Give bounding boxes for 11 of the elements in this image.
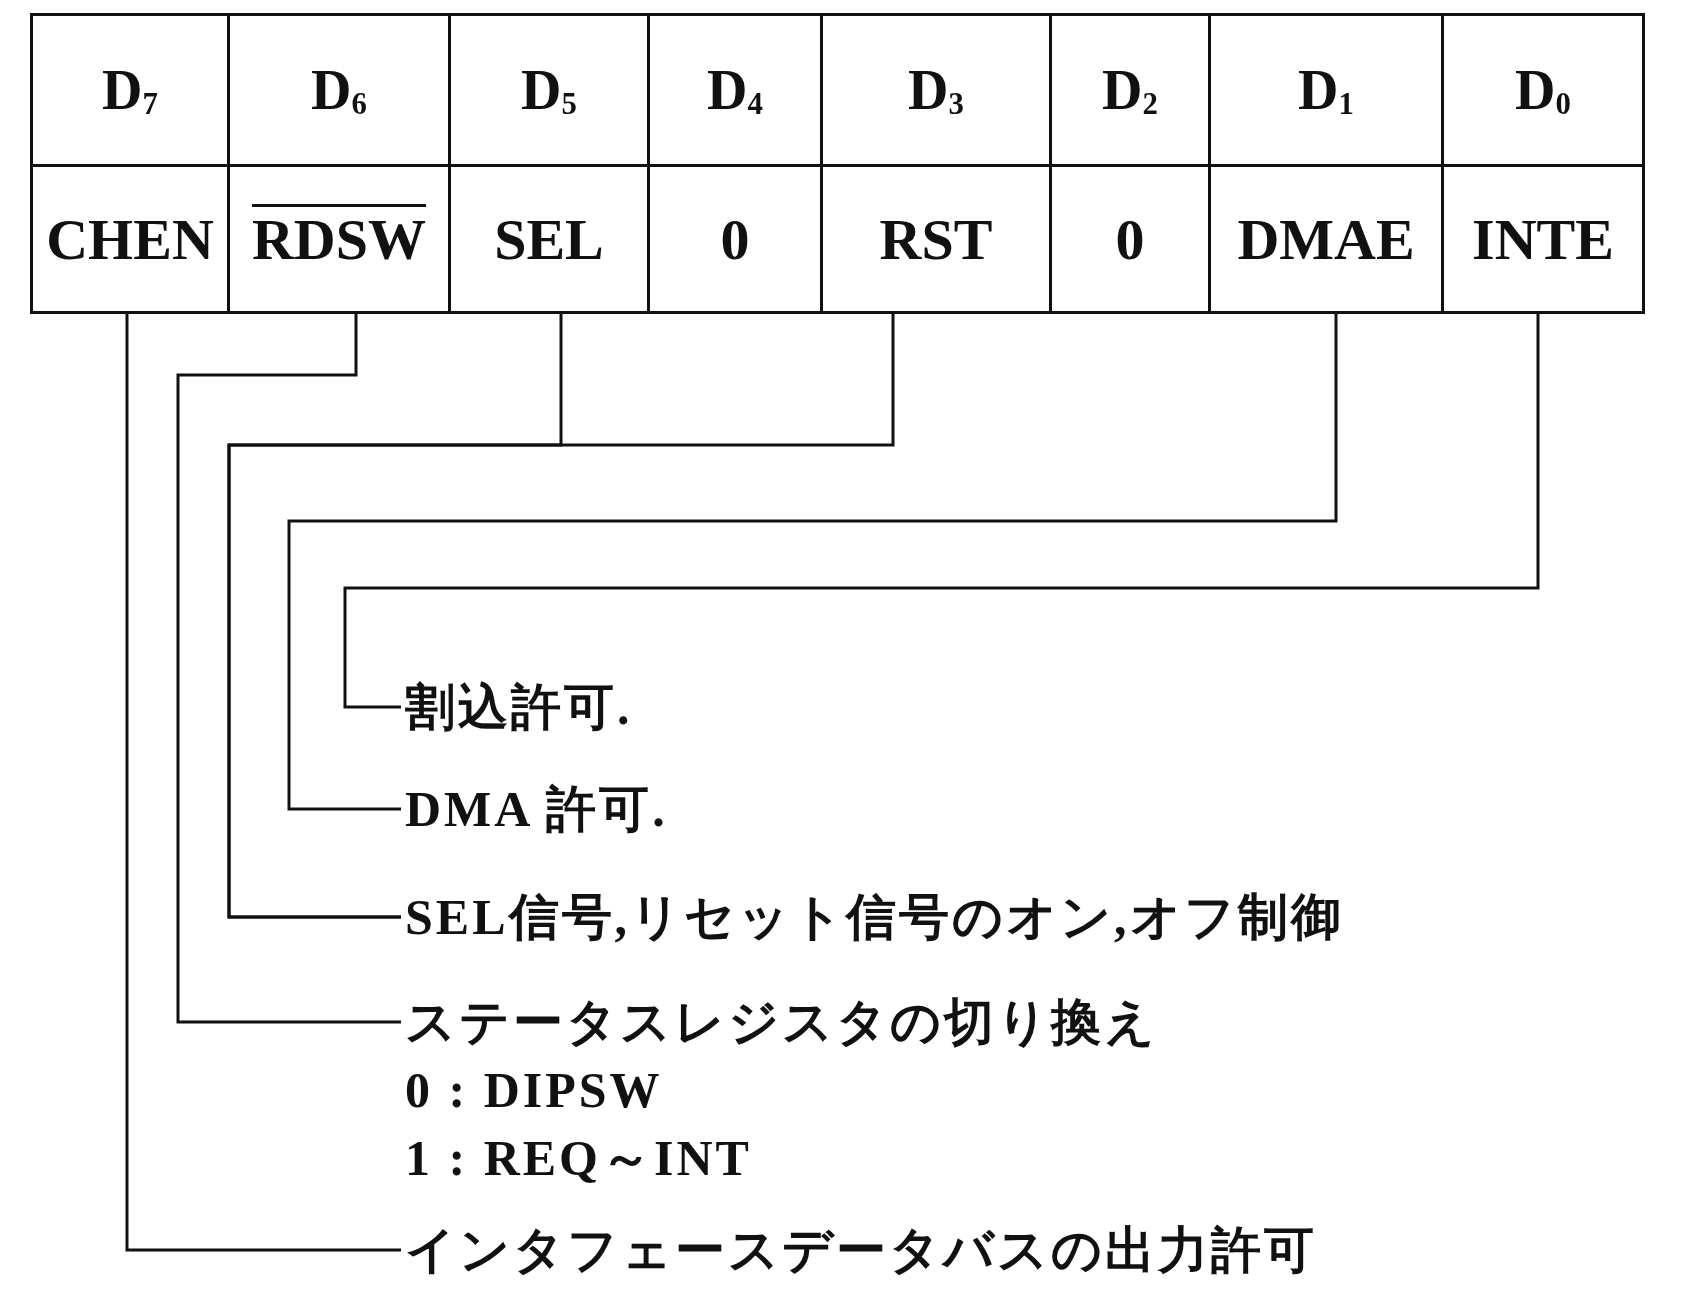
bit-description: インタフェースデータバスの出力許可 — [405, 1221, 1317, 1280]
bit-header-cell: D$_{0}$ — [1441, 13, 1645, 167]
bit-name-cell: INTE — [1441, 164, 1645, 314]
bit-description: SEL信号,リセット信号のオン,オフ制御 — [405, 888, 1344, 947]
bit-description: DMA 許可. — [405, 780, 668, 839]
bit-description: 割込許可. — [405, 678, 633, 737]
bit-header-cell: D$_{7}$ — [30, 13, 230, 167]
value-option: 0 : DIPSW — [405, 1056, 1158, 1124]
bit-description: ステータスレジスタの切り換え — [405, 993, 1158, 1052]
value-option: 1 : REQ～INT — [405, 1124, 1158, 1192]
bit-name-cell: CHEN — [30, 164, 230, 314]
